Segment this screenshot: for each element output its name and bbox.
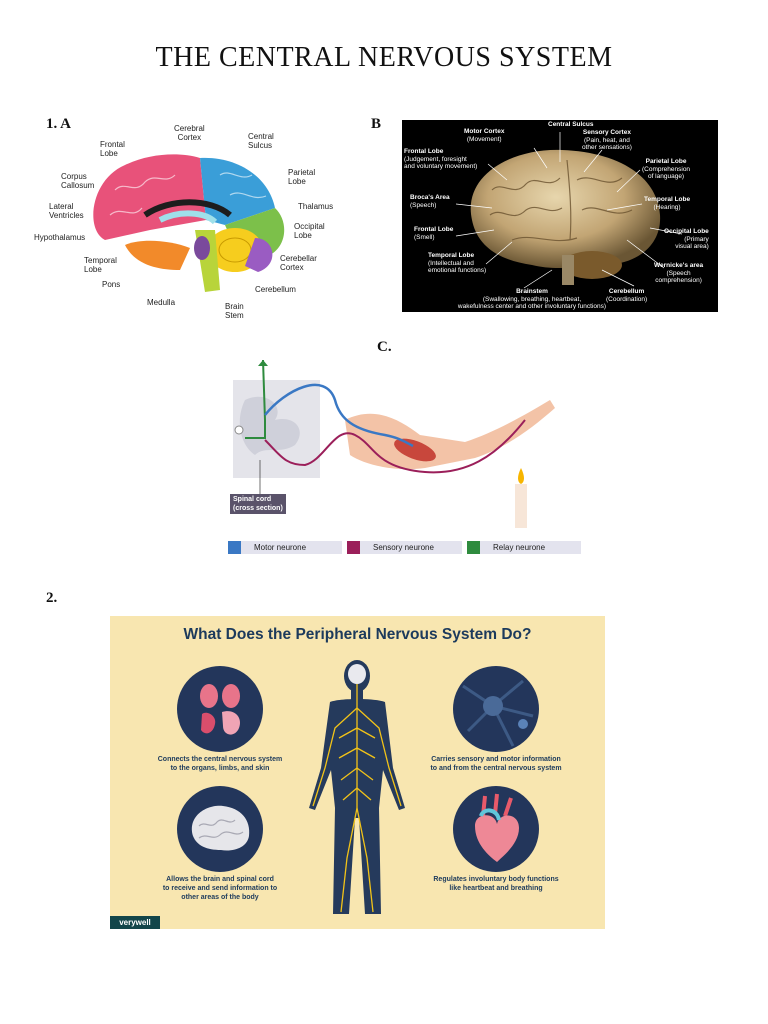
legend-relay-neurone: Relay neurone (467, 541, 581, 554)
brain-functions-photo-figure: Central Sulcus Motor Cortex(Movement) Se… (402, 120, 718, 312)
label-hypothalamus: Hypothalamus (34, 233, 86, 242)
brain-icon (191, 805, 250, 851)
label-cerebellum: Cerebellum (255, 285, 296, 294)
page-title: THE CENTRAL NERVOUS SYSTEM (155, 42, 613, 73)
organs-icon (200, 684, 241, 735)
brain-photo-labels: Central Sulcus Motor Cortex(Movement) Se… (402, 120, 718, 312)
label-b-cerebellum: Cerebellum(Coordination) (606, 288, 648, 303)
spinal-cord-label: Spinal cord(cross section) (230, 494, 286, 514)
label-b-central-sulcus: Central Sulcus (548, 121, 594, 128)
label-b-temporal-lobe-hearing: Temporal Lobe(Hearing) (644, 196, 691, 211)
section-1a-label: 1. A (46, 116, 72, 132)
label-b-brainstem: Brainstem(Swallowing, breathing, heartbe… (457, 288, 607, 310)
label-b-brocas-area: Broca's Area(Speech) (410, 194, 450, 209)
organs-circle (177, 666, 263, 752)
peripheral-nervous-system-infographic: What Does the Peripheral Nervous System … (110, 616, 605, 929)
brain-circle (177, 786, 263, 872)
brain-sagittal-illustration (93, 154, 285, 292)
label-b-motor-cortex: Motor Cortex(Movement) (464, 128, 505, 143)
reflex-arc-diagram: Spinal cord(cross section) Motor neurone… (225, 359, 585, 560)
legend-sensory-neurone: Sensory neurone (347, 541, 462, 554)
heart-icon (475, 793, 519, 862)
reflex-arc-illustration (233, 359, 555, 528)
human-nervous-system-figure (309, 660, 405, 914)
brain-lateral-illustration (455, 132, 683, 289)
verywell-logo: verywell (110, 916, 160, 929)
label-medulla: Medulla (147, 298, 176, 307)
section-2-label: 2. (46, 590, 58, 606)
heart-circle (453, 786, 539, 872)
infographic-title: What Does the Peripheral Nervous System … (183, 626, 532, 643)
section-b-label: B (371, 116, 382, 132)
label-b-frontal-lobe-smell: Frontal Lobe(Smell) (414, 226, 454, 241)
sensory-neurone-swatch (347, 541, 360, 554)
section-c-label: C. (377, 339, 392, 355)
legend-motor-neurone: Motor neurone (228, 541, 342, 554)
relay-neurone-swatch (467, 541, 480, 554)
motor-neurone-swatch (228, 541, 241, 554)
label-thalamus: Thalamus (298, 202, 334, 211)
label-pons: Pons (102, 280, 121, 289)
neuron-icon (462, 679, 534, 747)
neurons-circle (453, 666, 539, 752)
